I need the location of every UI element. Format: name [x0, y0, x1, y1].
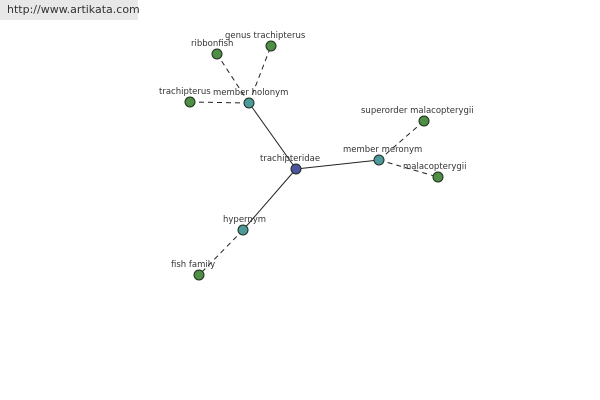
- graph-nodes: [184, 40, 444, 281]
- graph-edges: [189, 45, 439, 276]
- node-genus-trachipterus[interactable]: [265, 40, 277, 52]
- node-label-fish-family[interactable]: fish family: [171, 260, 215, 270]
- node-label-malacopterygii[interactable]: malacopterygii: [403, 162, 467, 172]
- node-malacopterygii[interactable]: [432, 171, 444, 183]
- node-label-trachipterus[interactable]: trachipterus: [159, 87, 211, 97]
- edge-trachipteridae-hypernym: [242, 168, 297, 231]
- node-hypernym[interactable]: [237, 224, 249, 236]
- edge-trachipteridae-member-holonym: [248, 102, 297, 170]
- node-label-trachipteridae[interactable]: trachipteridae: [260, 154, 320, 164]
- edge-trachipteridae-member-meronym: [295, 159, 380, 170]
- node-label-superorder-malacopterygii[interactable]: superorder malacopterygii: [361, 106, 474, 116]
- edge-member-holonym-genus-trachipterus: [248, 45, 272, 104]
- node-trachipterus[interactable]: [184, 96, 196, 108]
- node-trachipteridae[interactable]: [290, 163, 302, 175]
- edge-member-meronym-malacopterygii: [378, 159, 439, 178]
- node-label-member-holonym[interactable]: member holonym: [213, 88, 288, 98]
- node-label-hypernym[interactable]: hypernym: [223, 215, 266, 225]
- node-label-ribbonfish[interactable]: ribbonfish: [191, 39, 233, 49]
- site-url-banner[interactable]: http://www.artikata.com: [0, 0, 140, 20]
- node-label-genus-trachipterus[interactable]: genus trachipterus: [225, 31, 306, 41]
- node-member-meronym[interactable]: [373, 154, 385, 166]
- edge-member-meronym-superorder-malacopterygii: [378, 120, 425, 161]
- node-fish-family[interactable]: [193, 269, 205, 281]
- graph-labels: trachipteridae member holonym member meron…: [159, 31, 474, 270]
- edge-member-holonym-ribbonfish: [216, 53, 250, 104]
- edge-hypernym-fish-family: [198, 229, 244, 276]
- node-superorder-malacopterygii[interactable]: [418, 115, 430, 127]
- node-member-holonym[interactable]: [243, 97, 255, 109]
- node-label-member-meronym[interactable]: member meronym: [343, 145, 422, 155]
- node-ribbonfish[interactable]: [211, 48, 223, 60]
- edge-member-holonym-trachipterus: [189, 101, 250, 104]
